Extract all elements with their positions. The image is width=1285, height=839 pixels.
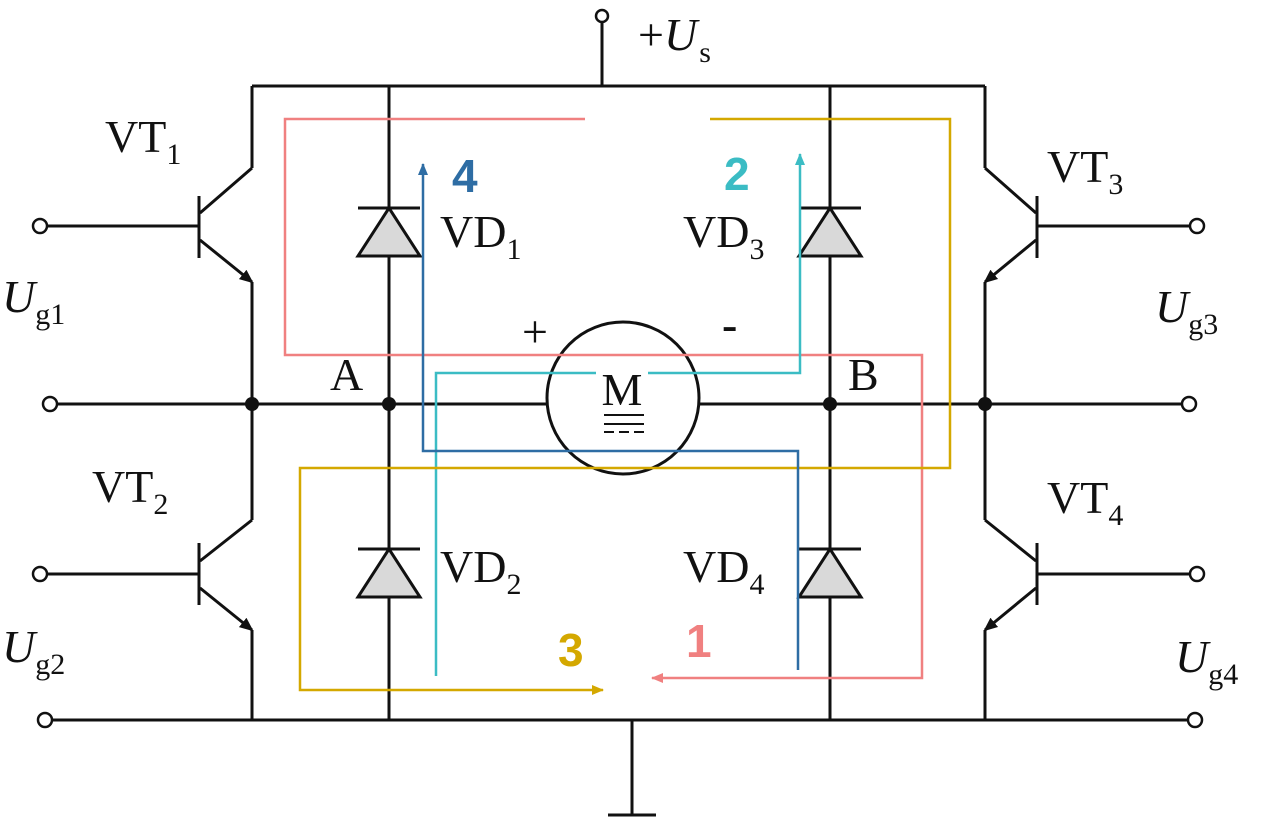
main-wiring [36, 8, 1204, 817]
transistor-vt2 [31, 518, 254, 632]
vt1-label: VT1 [105, 111, 181, 171]
vt3-label: VT3 [1047, 141, 1123, 201]
node-a-label: A [330, 349, 363, 400]
motor-label-bg [596, 368, 648, 412]
ug1-label: Ug1 [2, 271, 65, 331]
vt2-label: VT2 [92, 461, 168, 521]
diode-vd4 [796, 546, 864, 599]
ug2-label: Ug2 [2, 621, 65, 681]
junction-dot [978, 397, 992, 411]
current-path-3 [298, 117, 952, 695]
supply-label: +Us [638, 9, 711, 69]
ug3-label: Ug3 [1155, 281, 1218, 341]
vt4-label: VT4 [1047, 472, 1123, 532]
diode-vd3 [796, 205, 864, 258]
motor-label: M [602, 364, 643, 415]
diode-vd2 [355, 546, 423, 599]
terminal [1186, 711, 1204, 729]
junction-dot [245, 397, 259, 411]
path-1-number: 1 [686, 615, 712, 667]
vd4-label: VD4 [683, 541, 764, 601]
transistor-vt1 [31, 166, 254, 284]
terminal [36, 711, 54, 729]
vd1-label: VD1 [440, 206, 521, 266]
current-path-4 [418, 163, 800, 670]
ug4-label: Ug4 [1175, 631, 1238, 691]
motor-plus-label: + [522, 306, 548, 357]
terminal [41, 395, 59, 413]
current-path-1 [283, 117, 924, 683]
diode-vd1 [355, 205, 423, 258]
node-b-label: B [848, 349, 879, 400]
transistor-vt4 [983, 518, 1206, 632]
path-3-number: 3 [558, 624, 584, 676]
vd2-label: VD2 [440, 541, 521, 601]
transistor-vt3 [983, 166, 1206, 284]
path-2-number: 2 [724, 148, 750, 200]
motor-minus-label: - [722, 299, 737, 350]
terminal [1180, 395, 1198, 413]
path-4-number: 4 [452, 150, 478, 202]
vd3-label: VD3 [683, 206, 764, 266]
junction-dot-b [823, 397, 837, 411]
supply-terminal [594, 8, 610, 24]
junction-dot-a [382, 397, 396, 411]
